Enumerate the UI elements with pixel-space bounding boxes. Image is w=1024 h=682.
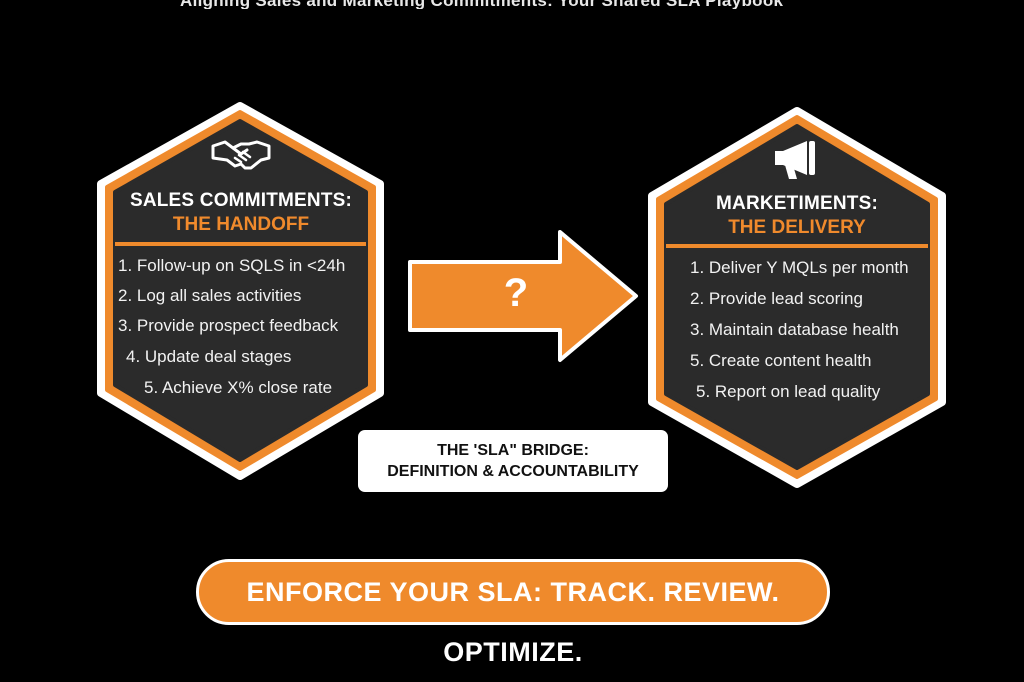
list-item: 1. Deliver Y MQLs per month — [690, 258, 909, 277]
right-divider — [666, 244, 928, 248]
arrow-shape — [408, 230, 638, 362]
list-item: 5. Achieve X% close rate — [144, 378, 333, 397]
list-item: 5. Report on lead quality — [696, 382, 881, 401]
panel-title: MARKETIMENTS: — [716, 193, 878, 214]
panel-subtitle: THE DELIVERY — [728, 217, 866, 238]
marketing-commitments-panel: MARKETIMENTS: THE DELIVERY 1. Deliver Y … — [660, 117, 934, 477]
diagram-shapes — [97, 102, 946, 488]
megaphone-icon — [771, 137, 823, 183]
sla-bridge-box: THE 'SLA" BRIDGE: DEFINITION & ACCOUNTAB… — [358, 430, 668, 492]
list-item: 2. Log all sales activities — [118, 286, 302, 305]
list-item: 1. Follow-up on SQLS in <24h — [118, 256, 346, 275]
left-divider — [115, 242, 366, 246]
right-hexagon — [648, 107, 946, 488]
panel-subtitle: THE HANDOFF — [172, 214, 310, 235]
sales-commitments-panel: SALES COMMITMENTS: THE HANDOFF 1. Follow… — [108, 112, 374, 472]
handshake-icon — [211, 134, 271, 174]
left-hexagon — [97, 102, 384, 480]
bridge-line-1: THE 'SLA" BRIDGE: — [437, 442, 589, 459]
top-heading-fragment: Aligning Sales and Marketing Commitments… — [180, 0, 840, 9]
list-item: 3. Provide prospect feedback — [118, 316, 339, 335]
arrow-question-mark: ? — [503, 271, 529, 315]
list-item: 2. Provide lead scoring — [690, 289, 863, 308]
list-item: 3. Maintain database health — [690, 320, 899, 339]
enforce-sla-banner: ENFORCE YOUR SLA: TRACK. REVIEW. OPTIMIZ… — [196, 559, 830, 667]
bridge-line-2: DEFINITION & ACCOUNTABILITY — [387, 463, 639, 480]
list-item: 4. Update deal stages — [126, 347, 292, 366]
list-item: 5. Create content health — [690, 351, 872, 370]
panel-title: SALES COMMITMENTS: — [129, 190, 353, 211]
